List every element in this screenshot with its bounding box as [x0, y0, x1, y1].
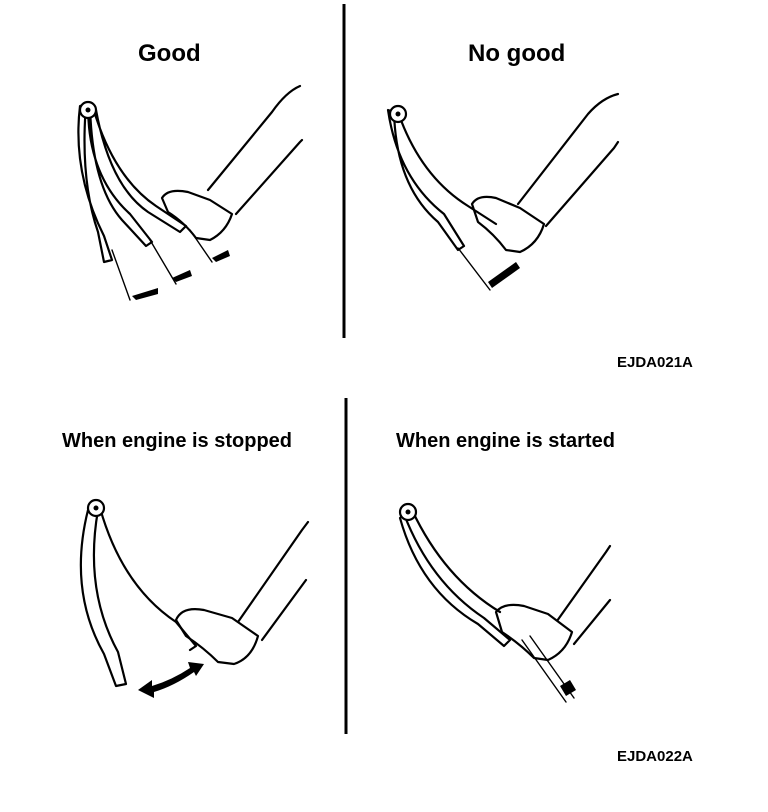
- guide-started-1: [521, 639, 567, 703]
- arrow-good-2: [172, 270, 192, 282]
- figure-code-top: EJDA021A: [617, 354, 693, 371]
- leg-started: [550, 544, 612, 646]
- pedal-arm-no-good: [386, 108, 498, 252]
- guide-no-good: [457, 247, 491, 291]
- pivot-dot-no-good: [395, 111, 401, 117]
- guide-good-3: [189, 229, 213, 263]
- pivot-dot-good: [85, 107, 91, 113]
- arrow-good-1: [132, 288, 158, 300]
- arrow-good-3: [212, 250, 230, 262]
- label-good: Good: [138, 40, 201, 67]
- panel-no-good-drawing: [386, 92, 620, 291]
- shoe-started: [494, 603, 574, 662]
- label-engine-started: When engine is started: [396, 430, 615, 452]
- pedal-arm-good-2: [86, 104, 154, 248]
- leg-no-good: [516, 92, 620, 228]
- shoe-good: [160, 189, 234, 242]
- pedal-arm-good-1: [77, 102, 114, 264]
- panel-engine-started-drawing: [398, 502, 612, 703]
- double-arrow-stopped: [138, 662, 204, 698]
- label-no-good: No good: [468, 40, 566, 67]
- guide-good-1: [111, 249, 131, 301]
- pivot-dot-started: [405, 509, 411, 515]
- pedal-arm-started: [398, 508, 512, 648]
- panel-good-drawing: [77, 84, 304, 301]
- pedal-arm-good-3: [90, 102, 188, 234]
- shoe-no-good: [470, 195, 546, 254]
- shoe-stopped: [174, 608, 260, 666]
- marker-started: [560, 680, 576, 696]
- leg-good: [206, 84, 304, 216]
- pedal-arm-stopped: [79, 506, 198, 688]
- label-engine-stopped: When engine is stopped: [62, 430, 293, 452]
- figure-code-bottom: EJDA022A: [617, 748, 693, 765]
- arrow-no-good: [488, 262, 520, 288]
- panel-engine-stopped-drawing: [79, 498, 310, 698]
- pivot-dot-stopped: [93, 505, 99, 511]
- leg-stopped: [236, 520, 310, 642]
- guide-good-2: [149, 239, 177, 285]
